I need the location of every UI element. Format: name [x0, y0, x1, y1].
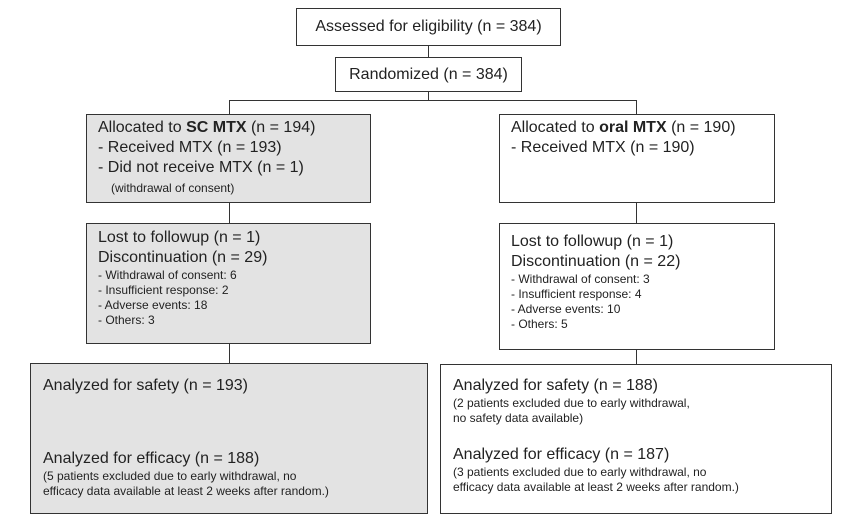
left-lost-followup: Lost to followup (n = 1)	[98, 229, 261, 246]
left-safety-analysis: Analyzed for safety (n = 193)	[43, 377, 248, 394]
assessed-text: Assessed for eligibility (n = 384)	[315, 18, 542, 35]
right-reason-others: - Others: 5	[511, 317, 568, 331]
right-reason-adverse: - Adverse events: 10	[511, 302, 621, 316]
right-safety-analysis: Analyzed for safety (n = 188)	[453, 377, 658, 394]
connector-assessed-randomized	[428, 45, 429, 57]
left-reason-others: - Others: 3	[98, 313, 155, 327]
right-lost-followup: Lost to followup (n = 1)	[511, 233, 674, 250]
right-safety-note-2: no safety data available)	[453, 411, 584, 425]
right-efficacy-analysis: Analyzed for efficacy (n = 187)	[453, 446, 670, 463]
connector-split-right	[636, 100, 637, 114]
left-discontinuation: Discontinuation (n = 29)	[98, 249, 268, 266]
right-allocation-title: Allocated to oral MTX (n = 190)	[511, 119, 736, 136]
left-reason-insufficient: - Insufficient response: 2	[98, 283, 229, 297]
right-safety-note-1: (2 patients excluded due to early withdr…	[453, 396, 690, 410]
connector-left-follow-analysis	[229, 343, 230, 363]
left-efficacy-note-2: efficacy data available at least 2 weeks…	[43, 484, 329, 498]
left-allocation-title: Allocated to SC MTX (n = 194)	[98, 119, 316, 136]
left-efficacy-analysis: Analyzed for efficacy (n = 188)	[43, 450, 260, 467]
assessed-box: Assessed for eligibility (n = 384)	[296, 8, 561, 46]
right-allocation-received: - Received MTX (n = 190)	[511, 139, 695, 156]
right-allocation-box: Allocated to oral MTX (n = 190) - Receiv…	[499, 114, 775, 203]
left-followup-box: Lost to followup (n = 1) Discontinuation…	[86, 223, 371, 344]
connector-split-horizontal	[229, 100, 636, 101]
connector-left-alloc-follow	[229, 202, 230, 223]
connector-split-left	[229, 100, 230, 114]
connector-right-follow-analysis	[636, 349, 637, 364]
randomized-text: Randomized (n = 384)	[349, 65, 508, 83]
right-efficacy-note-2: efficacy data available at least 2 weeks…	[453, 480, 739, 494]
randomized-box: Randomized (n = 384)	[335, 57, 522, 92]
connector-randomized-split	[428, 91, 429, 100]
left-allocation-note: (withdrawal of consent)	[111, 181, 235, 195]
right-analysis-box: Analyzed for safety (n = 188) (2 patient…	[440, 364, 832, 514]
right-discontinuation: Discontinuation (n = 22)	[511, 253, 681, 270]
left-allocation-box: Allocated to SC MTX (n = 194) - Received…	[86, 114, 371, 203]
left-allocation-received: - Received MTX (n = 193)	[98, 139, 282, 156]
left-reason-withdrawal: - Withdrawal of consent: 6	[98, 268, 237, 282]
right-followup-box: Lost to followup (n = 1) Discontinuation…	[499, 223, 775, 350]
left-efficacy-note-1: (5 patients excluded due to early withdr…	[43, 469, 297, 483]
left-reason-adverse: - Adverse events: 18	[98, 298, 208, 312]
right-reason-insufficient: - Insufficient response: 4	[511, 287, 642, 301]
left-allocation-not-received: - Did not receive MTX (n = 1)	[98, 159, 304, 176]
right-reason-withdrawal: - Withdrawal of consent: 3	[511, 272, 650, 286]
connector-right-alloc-follow	[636, 202, 637, 223]
left-analysis-box: Analyzed for safety (n = 193) Analyzed f…	[30, 363, 428, 514]
right-efficacy-note-1: (3 patients excluded due to early withdr…	[453, 465, 707, 479]
